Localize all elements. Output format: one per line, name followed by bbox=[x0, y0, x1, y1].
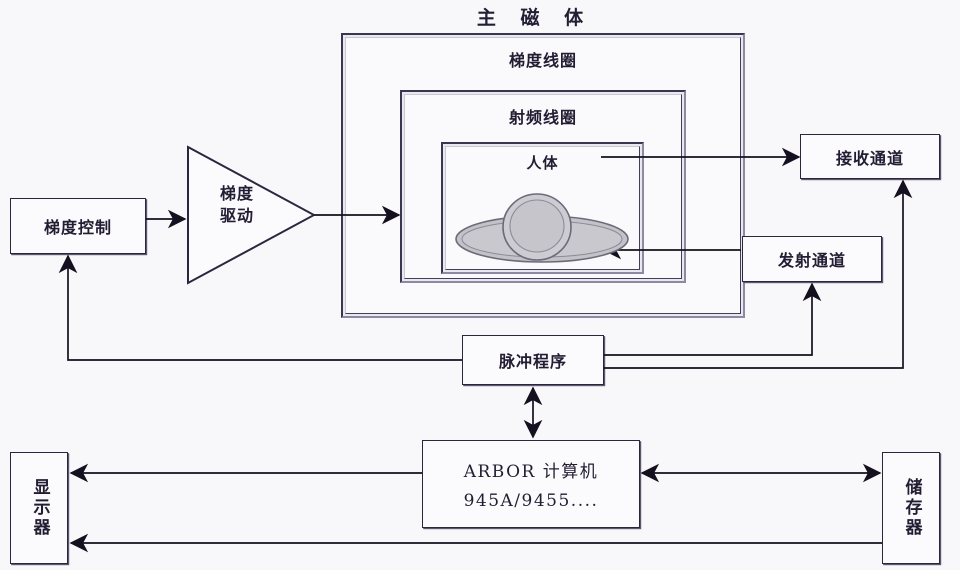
display-unit-box[interactable]: 显示器 bbox=[10, 452, 68, 564]
receive-channel-box[interactable]: 接收通道 bbox=[800, 134, 940, 179]
rf-coil-label: 射频线圈 bbox=[508, 108, 577, 127]
gradient-coil-label: 梯度线圈 bbox=[508, 51, 577, 70]
gradient-driver-amplifier[interactable]: 梯度 驱动 bbox=[186, 145, 316, 285]
triangle-amplifier-icon bbox=[187, 145, 316, 285]
pulse-program-box[interactable]: 脉冲程序 bbox=[462, 335, 604, 385]
gradient-driver-line1: 梯度 bbox=[219, 184, 254, 203]
wire-pulse-to-control bbox=[58, 254, 462, 361]
storage-unit-box[interactable]: 储存器 bbox=[882, 452, 940, 564]
human-body-ellipse-icon bbox=[455, 193, 629, 263]
gradient-driver-line2: 驱动 bbox=[219, 205, 254, 225]
wire-pulse-to-transmit bbox=[604, 282, 822, 356]
transmit-channel-box[interactable]: 发射通道 bbox=[742, 236, 882, 282]
main-magnet-frame: 人体 射频线圈 梯度线圈 bbox=[341, 33, 745, 318]
arbor-computer-box[interactable]: ARBOR 计算机 945A/9455.... bbox=[422, 440, 640, 528]
human-body-label: 人体 bbox=[526, 154, 559, 172]
wire-pulse-to-receive bbox=[604, 179, 913, 369]
computer-version-line: 945A/9455.... bbox=[463, 491, 599, 511]
computer-model-line: ARBOR 计算机 bbox=[463, 462, 599, 482]
gradient-control-box[interactable]: 梯度控制 bbox=[10, 198, 146, 254]
main-magnet-title: 主 磁 体 bbox=[476, 6, 593, 29]
gradient-driver-label: 梯度 驱动 bbox=[202, 183, 272, 226]
display-unit-label: 显示器 bbox=[29, 478, 50, 538]
storage-unit-label: 储存器 bbox=[901, 478, 922, 538]
